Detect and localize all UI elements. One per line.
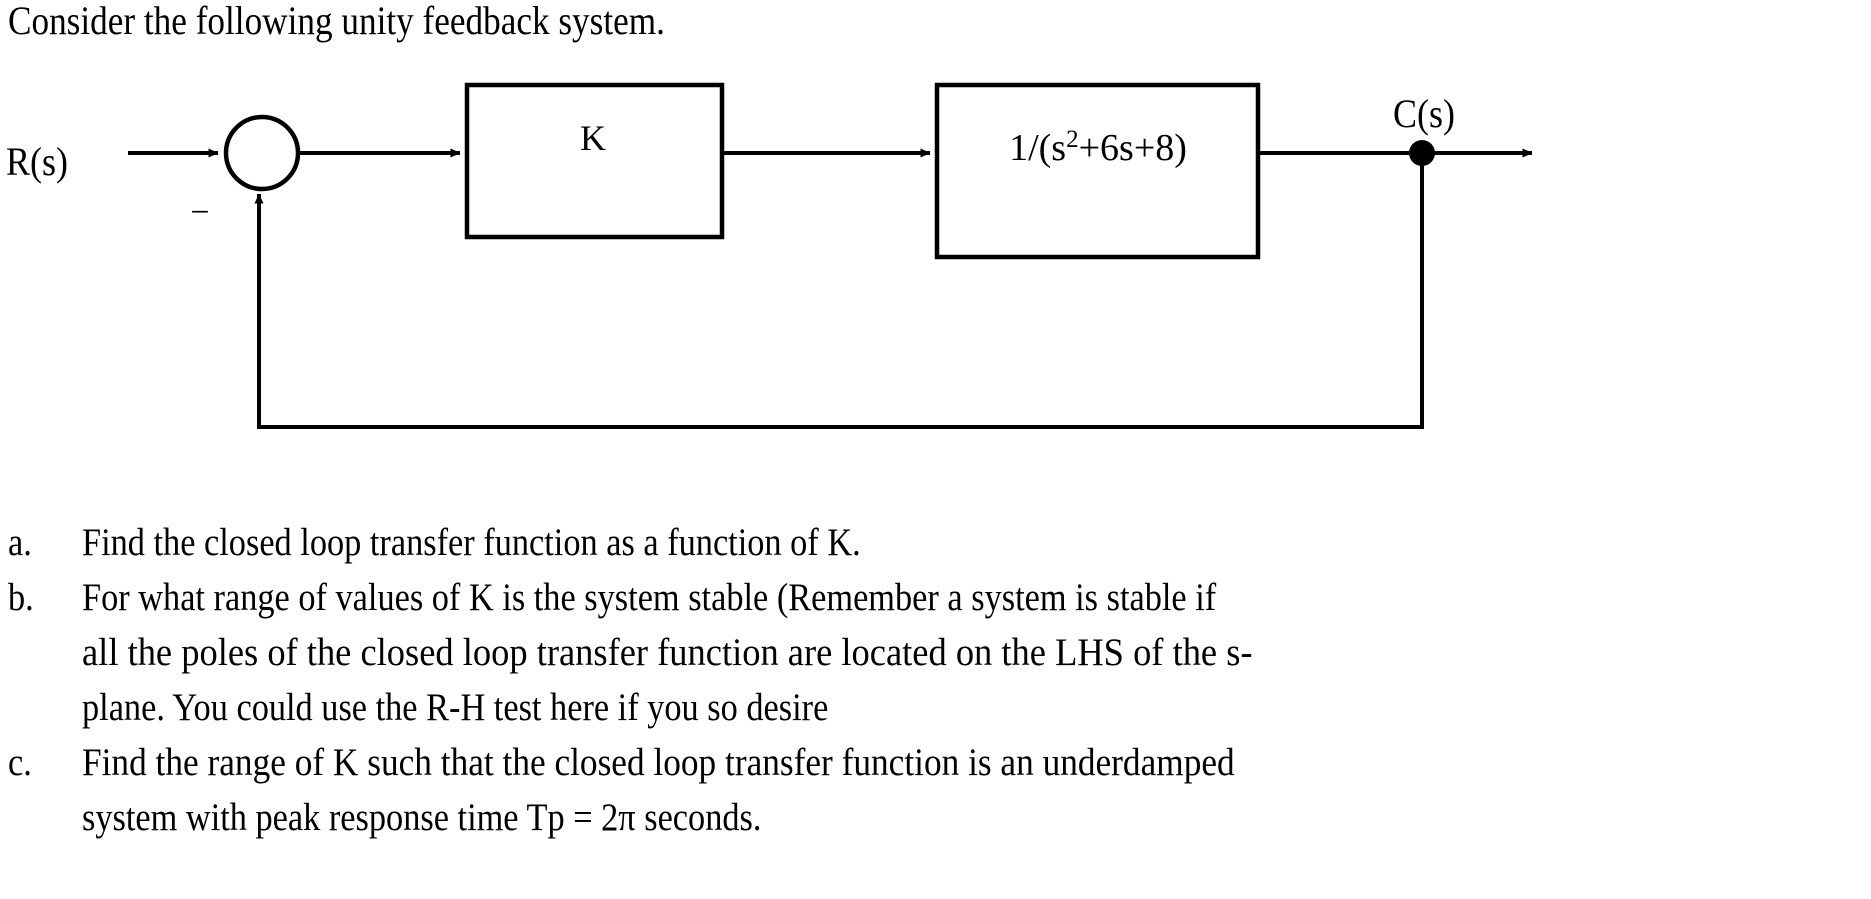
summing-junction — [223, 114, 301, 192]
feedback-path — [257, 153, 1424, 429]
question-marker-b: b. — [8, 576, 34, 619]
summing-minus-sign: − — [190, 194, 209, 231]
question-body-b: For what range of values of K is the sys… — [82, 570, 1522, 735]
question-item-a: a. Find the closed loop transfer functio… — [0, 515, 1871, 570]
question-marker-c: c. — [8, 741, 32, 784]
question-b-line-1: For what range of values of K is the sys… — [82, 576, 1217, 619]
question-item-b: b. For what range of values of K is the … — [0, 570, 1871, 735]
question-marker-a: a. — [8, 521, 32, 564]
plant-block-label: 1/(s2+6s+8) — [1009, 126, 1187, 169]
question-b-line-2: all the poles of the closed loop transfe… — [82, 631, 1253, 674]
question-body-c: Find the range of K such that the closed… — [82, 735, 1522, 845]
question-list: a. Find the closed loop transfer functio… — [0, 515, 1871, 845]
question-c-line-2: system with peak response time Tp = 2π s… — [82, 796, 762, 839]
question-b-line-3: plane. You could use the R-H test here i… — [82, 686, 829, 729]
question-c-line-1: Find the range of K such that the closed… — [82, 741, 1235, 784]
question-a-line-1: Find the closed loop transfer function a… — [82, 521, 861, 564]
gain-block — [464, 82, 725, 240]
plant-block — [934, 82, 1261, 260]
question-item-c: c. Find the range of K such that the clo… — [0, 735, 1871, 845]
intro-sentence: Consider the following unity feedback sy… — [8, 0, 665, 43]
block-diagram: − K 1/(s2+6s+8) — [0, 60, 1871, 440]
output-signal-label: C(s) — [1393, 91, 1456, 136]
input-signal-label: R(s) — [6, 139, 69, 184]
gain-block-label: K — [580, 118, 606, 158]
question-body-a: Find the closed loop transfer function a… — [82, 515, 1522, 570]
